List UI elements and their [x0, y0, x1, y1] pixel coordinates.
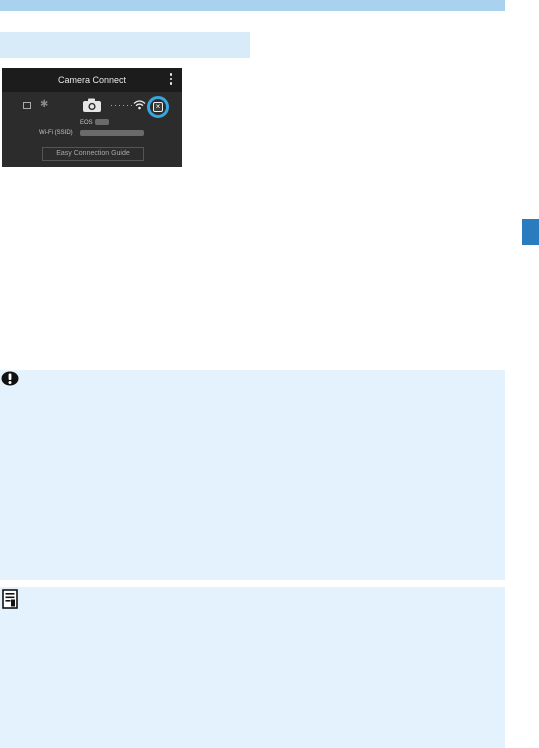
highlight-ring: [147, 96, 169, 118]
chapter-tab: [522, 219, 539, 245]
note-icon: [2, 589, 18, 609]
easy-connection-guide-button[interactable]: Easy Connection Guide: [42, 147, 144, 161]
top-bar: [0, 0, 505, 11]
close-icon[interactable]: ×: [153, 102, 163, 112]
camera-model-redacted: [95, 119, 109, 125]
kebab-menu-icon[interactable]: [169, 73, 173, 87]
ssid-redacted: [80, 130, 144, 136]
section-header: [0, 32, 250, 58]
list-icon[interactable]: [23, 102, 31, 109]
bluetooth-icon: ✱: [40, 99, 49, 110]
app-title: Camera Connect: [57, 75, 127, 85]
camera-icon: [83, 98, 101, 112]
app-bar: Camera Connect: [2, 68, 182, 92]
camera-model-label: EOS: [80, 120, 93, 126]
ssid-label: Wi-Fi (SSID): [39, 130, 73, 136]
caution-box: [0, 370, 505, 580]
caution-icon: [1, 371, 19, 386]
note-box: [0, 587, 505, 748]
phone-screenshot: Camera Connect ✱ ······ × EOS Wi-Fi (SSI…: [2, 68, 182, 167]
connection-dots: ······: [110, 100, 134, 110]
wifi-icon: [133, 100, 146, 110]
